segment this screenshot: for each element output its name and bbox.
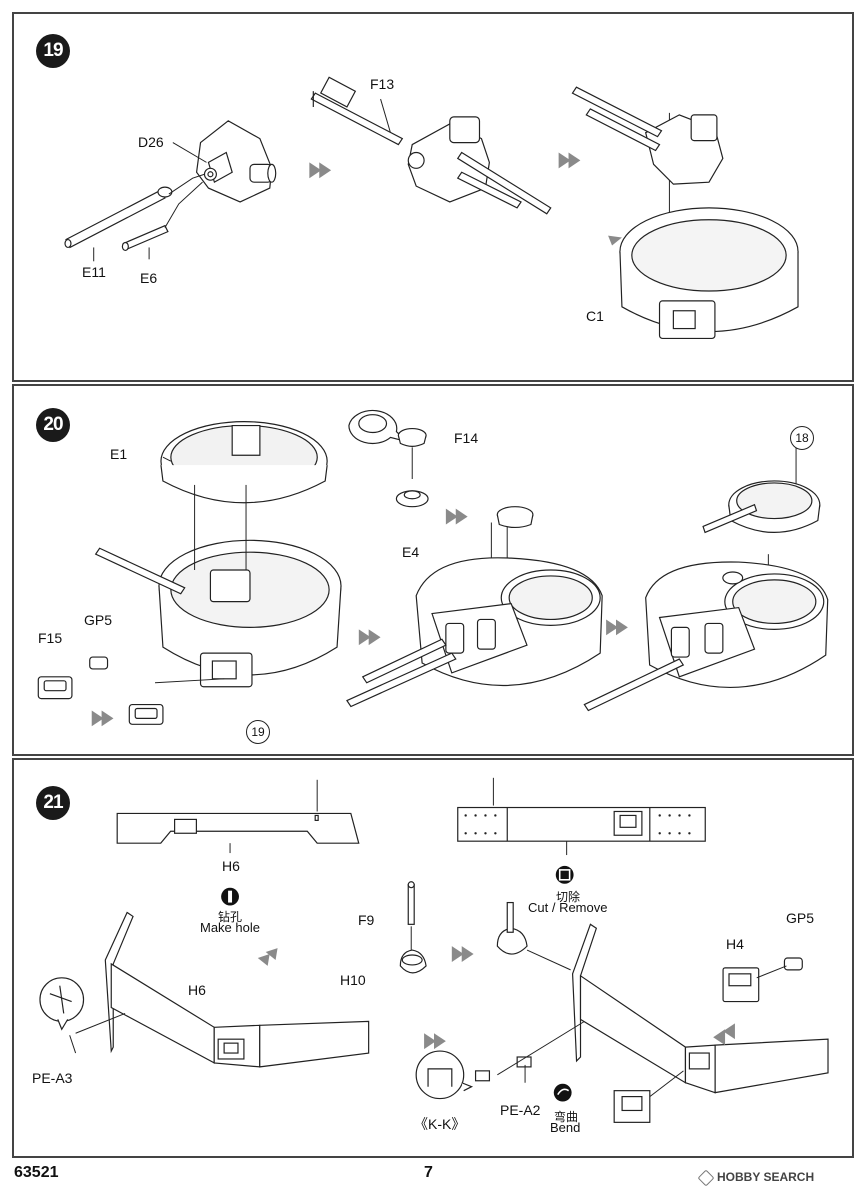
photo-etch-pe-a2-part — [415, 1050, 532, 1100]
part-label-e4: E4 — [402, 544, 420, 560]
bracket-f15-part — [37, 676, 73, 700]
plate-h6-top-part — [116, 812, 360, 844]
mantlet-assembly-middle — [310, 76, 552, 215]
step-reference-19: 19 — [246, 720, 270, 744]
turret-assembly-right — [583, 480, 829, 712]
turret-assembly-right — [571, 86, 799, 340]
part-label-d26: D26 — [138, 134, 164, 150]
part-label-pe-a3: PE-A3 — [32, 1070, 73, 1086]
part-label-gp5: GP5 — [84, 612, 113, 628]
step-19-illustration — [64, 76, 799, 340]
step-21-illustration — [39, 777, 829, 1123]
bend-note-cn: 弯曲 — [553, 1110, 578, 1124]
part-label-h4: H4 — [726, 936, 744, 952]
part-label-c1: C1 — [586, 308, 604, 324]
part-label-f14: F14 — [454, 430, 479, 446]
bracket-h4-part — [722, 967, 760, 1003]
barrel-e11-part — [64, 186, 173, 249]
page-number: 7 — [424, 1164, 433, 1181]
antenna-f9-part — [407, 881, 415, 925]
part-label-e6: E6 — [140, 270, 158, 286]
vision-block-f14-part — [348, 409, 427, 447]
turret-assembly-left — [94, 539, 342, 688]
leader-lines — [154, 447, 797, 684]
part-label-h6-bottom: H6 — [188, 982, 206, 998]
watermark: HOBBY SEARCH — [697, 1169, 815, 1187]
drill-icon — [221, 887, 239, 906]
antenna-mount-assembly — [496, 901, 528, 955]
process-arrows — [91, 508, 628, 727]
part-label-h6-top: H6 — [222, 858, 240, 874]
bracket-f15-alt — [128, 703, 164, 725]
drill-note-cn: 钻孔 — [217, 910, 242, 924]
process-arrows — [257, 946, 735, 1050]
part-label-e11: E11 — [82, 264, 106, 280]
step-number-badge: 19 — [36, 34, 70, 68]
part-label-f15: F15 — [38, 630, 63, 646]
watermark-brand: HOBBY SEARCH — [717, 1170, 815, 1184]
part-label-f9: F9 — [358, 912, 375, 928]
ring-e4-part — [395, 490, 429, 508]
hobby-search-logo-icon — [697, 1169, 715, 1187]
rivet-dots — [464, 814, 691, 835]
step-reference-18: 18 — [790, 426, 814, 450]
cut-note-en: Cut / Remove — [528, 900, 608, 915]
turret-assembly-middle — [346, 506, 603, 708]
section-label-k-k: 《K-K》 — [414, 1116, 466, 1132]
photo-etch-pe-a3-part — [39, 977, 85, 1031]
mantlet-d26-part — [195, 120, 277, 203]
plate-h6-right-part — [457, 806, 706, 842]
hatch-ring-e1-part — [160, 421, 328, 504]
drill-note-en: Make hole — [200, 920, 260, 935]
part-label-f13: F13 — [370, 76, 395, 92]
mount-h10-part — [399, 949, 427, 974]
bend-note-en: Bend — [550, 1120, 581, 1135]
step-20-illustration — [37, 409, 829, 727]
handle-gp5-part — [783, 957, 803, 971]
cut-note-cn: 切除 — [555, 890, 580, 904]
part-label-h10: H10 — [340, 972, 366, 988]
step-20-panel: 20 — [12, 384, 854, 756]
handle-gp5-part — [89, 656, 109, 670]
cut-icon — [555, 865, 574, 884]
part-label-gp5: GP5 — [786, 910, 815, 926]
part-label-e1: E1 — [110, 446, 128, 462]
plate-h6-assembled-part — [104, 911, 370, 1068]
barrel-e6-part — [121, 224, 169, 252]
bracket-assembly-right — [571, 923, 829, 1123]
part-label-pe-a2: PE-A2 — [500, 1102, 541, 1118]
kit-number: 63521 — [14, 1164, 59, 1181]
step-number-badge: 20 — [36, 408, 70, 442]
step-19-panel: 19 — [12, 12, 854, 382]
bend-icon — [553, 1083, 572, 1102]
process-arrows — [309, 152, 622, 246]
step-21-panel: 21 — [12, 758, 854, 1158]
step-number-badge: 21 — [36, 786, 70, 820]
